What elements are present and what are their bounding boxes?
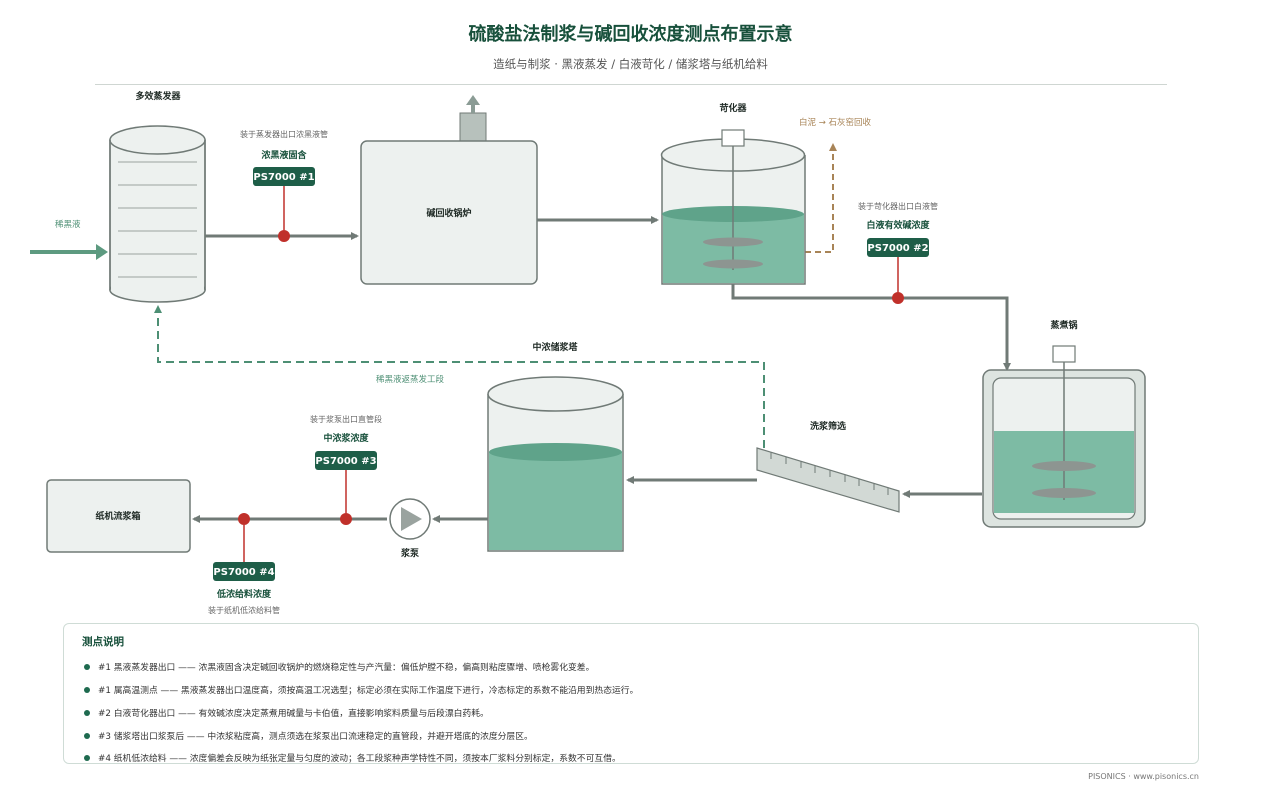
headbox-label: 纸机流浆箱 xyxy=(95,510,140,522)
sensor-tag-3-text: PS7000 #3 xyxy=(315,456,376,467)
digester: 蒸煮锅 xyxy=(982,319,1146,528)
boiler-label: 碱回收锅炉 xyxy=(426,207,471,219)
bullet-icon xyxy=(84,663,90,670)
legend-item: #4 纸机低浓给料 —— 浓度偏差会反映为纸张定量与匀度的波动；各工段浆种声学特… xyxy=(84,751,621,764)
bullet-icon xyxy=(84,686,90,693)
point-4-measure: 低浓给料浓度 xyxy=(216,588,272,600)
process-diagram: 稀黑液 稀黑液返蒸发工段 白泥 → 石灰窑回收 多效蒸发器 碱回收锅炉 苛化器 xyxy=(30,90,1146,615)
storage-tower: 中浓储浆塔 xyxy=(487,341,624,552)
page-title: 硫酸盐法制浆与碱回收浓度测点布置示意 xyxy=(468,24,793,45)
point-1-measure: 浓黑液固含 xyxy=(261,149,307,161)
washer-screen: 洗浆筛选 xyxy=(756,420,900,513)
legend-item: #1 属高温测点 —— 黑液蒸发器出口温度高，须按高温工况选型；标定必须在实际工… xyxy=(84,683,638,696)
legend-item-text: #2 白液苛化器出口 —— 有效碱浓度决定蒸煮用碱量与卡伯值，直接影响浆料质量与… xyxy=(98,709,489,719)
sensor-tag-3[interactable] xyxy=(315,451,377,470)
legend-item-text: #4 纸机低浓给料 —— 浓度偏差会反映为纸张定量与匀度的波动；各工段浆种声学特… xyxy=(98,754,621,764)
sensor-tag-4-text: PS7000 #4 xyxy=(213,567,274,578)
process-pipes xyxy=(192,216,1011,523)
lime-mud-label: 白泥 → 石灰窑回收 xyxy=(799,117,872,128)
point-3-note: 装于浆泵出口直管段 xyxy=(310,414,382,424)
legend-title: 测点说明 xyxy=(82,636,124,648)
point-2-note: 装于苛化器出口白液管 xyxy=(858,201,938,211)
page-subtitle: 造纸与制浆 · 黑液蒸发 / 白液苛化 / 储浆塔与纸机给料 xyxy=(493,57,768,71)
point-2-measure: 白液有效碱浓度 xyxy=(866,219,930,231)
sensor-dot-3[interactable] xyxy=(340,513,352,525)
return-line xyxy=(154,305,765,448)
causticizer-label: 苛化器 xyxy=(719,102,747,114)
measurement-point-1: 装于蒸发器出口浓黑液管 浓黑液固含 PS7000 #1 xyxy=(240,129,328,242)
causticizer: 苛化器 xyxy=(660,102,806,285)
sensor-tag-4[interactable] xyxy=(213,562,275,581)
legend-item: #3 储浆塔出口浆泵后 —— 中浓浆粘度高，测点须选在浆泵出口流速稳定的直管段，… xyxy=(84,729,533,742)
measurement-point-3: 装于浆泵出口直管段 中浓浆浓度 PS7000 #3 xyxy=(310,414,382,525)
evaporator-label: 多效蒸发器 xyxy=(135,90,181,102)
washer-label: 洗浆筛选 xyxy=(810,420,846,432)
recovery-boiler: 碱回收锅炉 xyxy=(360,95,538,285)
sensor-dot-4[interactable] xyxy=(238,513,250,525)
sensor-dot-2[interactable] xyxy=(892,292,904,304)
point-4-note: 装于纸机低浓给料管 xyxy=(208,605,280,615)
return-line-label: 稀黑液返蒸发工段 xyxy=(376,374,445,385)
measurement-point-4: PS7000 #4 低浓给料浓度 装于纸机低浓给料管 xyxy=(208,513,280,615)
legend-item: #1 黑液蒸发器出口 —— 浓黑液固含决定碱回收锅炉的燃烧稳定性与产汽量：偏低炉… xyxy=(84,660,594,673)
title-divider xyxy=(95,84,1167,85)
legend-item-text: #1 黑液蒸发器出口 —— 浓黑液固含决定碱回收锅炉的燃烧稳定性与产汽量：偏低炉… xyxy=(98,663,595,673)
pipe-causticizer-to-digester xyxy=(731,284,1011,371)
footer-credit: PISONICS · www.pisonics.cn xyxy=(1088,772,1199,781)
sensor-tag-1[interactable] xyxy=(253,167,315,186)
legend-panel: 测点说明 #1 黑液蒸发器出口 —— 浓黑液固含决定碱回收锅炉的燃烧稳定性与产汽… xyxy=(63,623,1199,764)
sensor-tag-1-text: PS7000 #1 xyxy=(253,172,314,183)
feed-arrow-icon xyxy=(96,244,108,260)
measurement-point-2: 装于苛化器出口白液管 白液有效碱浓度 PS7000 #2 xyxy=(858,201,938,304)
lime-mud-line xyxy=(805,143,837,253)
point-1-note: 装于蒸发器出口浓黑液管 xyxy=(240,129,328,139)
pump-label: 浆泵 xyxy=(400,547,420,559)
tower-label: 中浓储浆塔 xyxy=(532,341,578,353)
legend-item-text: #1 属高温测点 —— 黑液蒸发器出口温度高，须按高温工况选型；标定必须在实际工… xyxy=(98,686,639,696)
sensor-tag-2-text: PS7000 #2 xyxy=(867,243,928,254)
evaporator: 多效蒸发器 xyxy=(109,90,206,303)
sensor-dot-1[interactable] xyxy=(278,230,290,242)
feed-label: 稀黑液 xyxy=(55,219,81,230)
pump-icon xyxy=(401,507,422,531)
bullet-icon xyxy=(84,709,90,716)
bullet-icon xyxy=(84,732,90,739)
digester-label: 蒸煮锅 xyxy=(1050,319,1077,331)
point-3-measure: 中浓浆浓度 xyxy=(323,432,369,444)
exhaust-arrow-icon xyxy=(466,95,480,105)
bullet-icon xyxy=(84,754,90,761)
legend-item: #2 白液苛化器出口 —— 有效碱浓度决定蒸煮用碱量与卡伯值，直接影响浆料质量与… xyxy=(84,706,489,719)
sensor-tag-2[interactable] xyxy=(867,238,929,257)
legend-item-text: #3 储浆塔出口浆泵后 —— 中浓浆粘度高，测点须选在浆泵出口流速稳定的直管段，… xyxy=(98,732,533,742)
slurry-pump: 浆泵 xyxy=(389,498,431,559)
headbox: 纸机流浆箱 xyxy=(46,479,191,553)
